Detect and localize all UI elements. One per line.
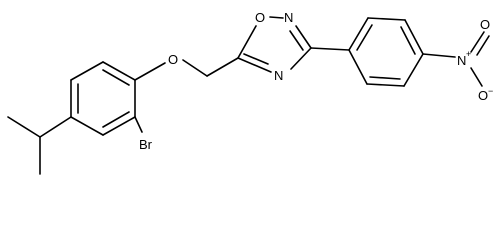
bond-n2-c3	[295, 25, 312, 49]
bond-phenyl-a-inner	[356, 24, 373, 51]
bond-n4-c5	[237, 57, 272, 73]
bond-phenyl-a	[348, 17, 369, 51]
bond-n4-c5-inner	[243, 53, 269, 65]
atom-ring-nitrogen-bottom: N	[274, 68, 283, 83]
bond-phenyl-e	[366, 83, 405, 87]
bond-c3-n4	[290, 47, 312, 70]
atom-nitro-oxygen-top: O	[480, 17, 490, 32]
bond-ring-o	[134, 62, 166, 81]
bond-c-br	[134, 116, 143, 133]
bond-c5-o1	[237, 25, 257, 59]
bond-oxadiazole-phenyl	[310, 47, 350, 51]
bond-benzene-c	[102, 61, 136, 81]
bond-o-ch2	[182, 59, 208, 77]
bond-benzene-f	[70, 116, 104, 136]
atom-nitro-nitrogen: N	[457, 53, 466, 68]
nitro-nitrogen-charge: +	[466, 49, 471, 59]
bond-c-nitro	[422, 53, 456, 58]
bond-ch2-oxadiazole	[206, 57, 239, 77]
bond-benzene-e	[102, 116, 136, 136]
bond-isopropyl-ring	[39, 116, 72, 138]
bonds	[7, 16, 490, 175]
atom-bromine: Br	[139, 137, 153, 152]
bond-phenyl-e-inner	[369, 76, 401, 80]
bond-phenyl-d	[403, 53, 424, 87]
bond-n2-c3-inner	[289, 30, 304, 51]
bond-phenyl-c	[404, 19, 424, 55]
chemical-structure: Br O O N N N + O O −	[7, 10, 493, 175]
nitro-oxygen-charge: −	[488, 86, 493, 96]
bond-methyl-left	[7, 116, 41, 138]
bond-n-o-top-double	[476, 35, 490, 56]
bond-n-o-bottom	[470, 67, 483, 87]
atom-ring-oxygen: O	[255, 10, 265, 25]
atom-labels: Br O O N N N + O O −	[139, 10, 493, 152]
atom-ether-oxygen: O	[168, 52, 178, 67]
bond-benzene-e-inner	[102, 111, 130, 128]
bond-benzene-c-inner	[102, 69, 130, 86]
bond-n-o-top	[470, 31, 485, 53]
bond-phenyl-f	[348, 49, 368, 85]
atom-nitro-oxygen-bottom: O	[478, 88, 488, 103]
bond-o1-n2	[269, 16, 284, 19]
bond-phenyl-b	[367, 17, 406, 21]
bond-phenyl-c-inner	[400, 26, 416, 55]
atom-ring-nitrogen-top: N	[284, 10, 293, 25]
bond-benzene-b	[70, 61, 104, 81]
